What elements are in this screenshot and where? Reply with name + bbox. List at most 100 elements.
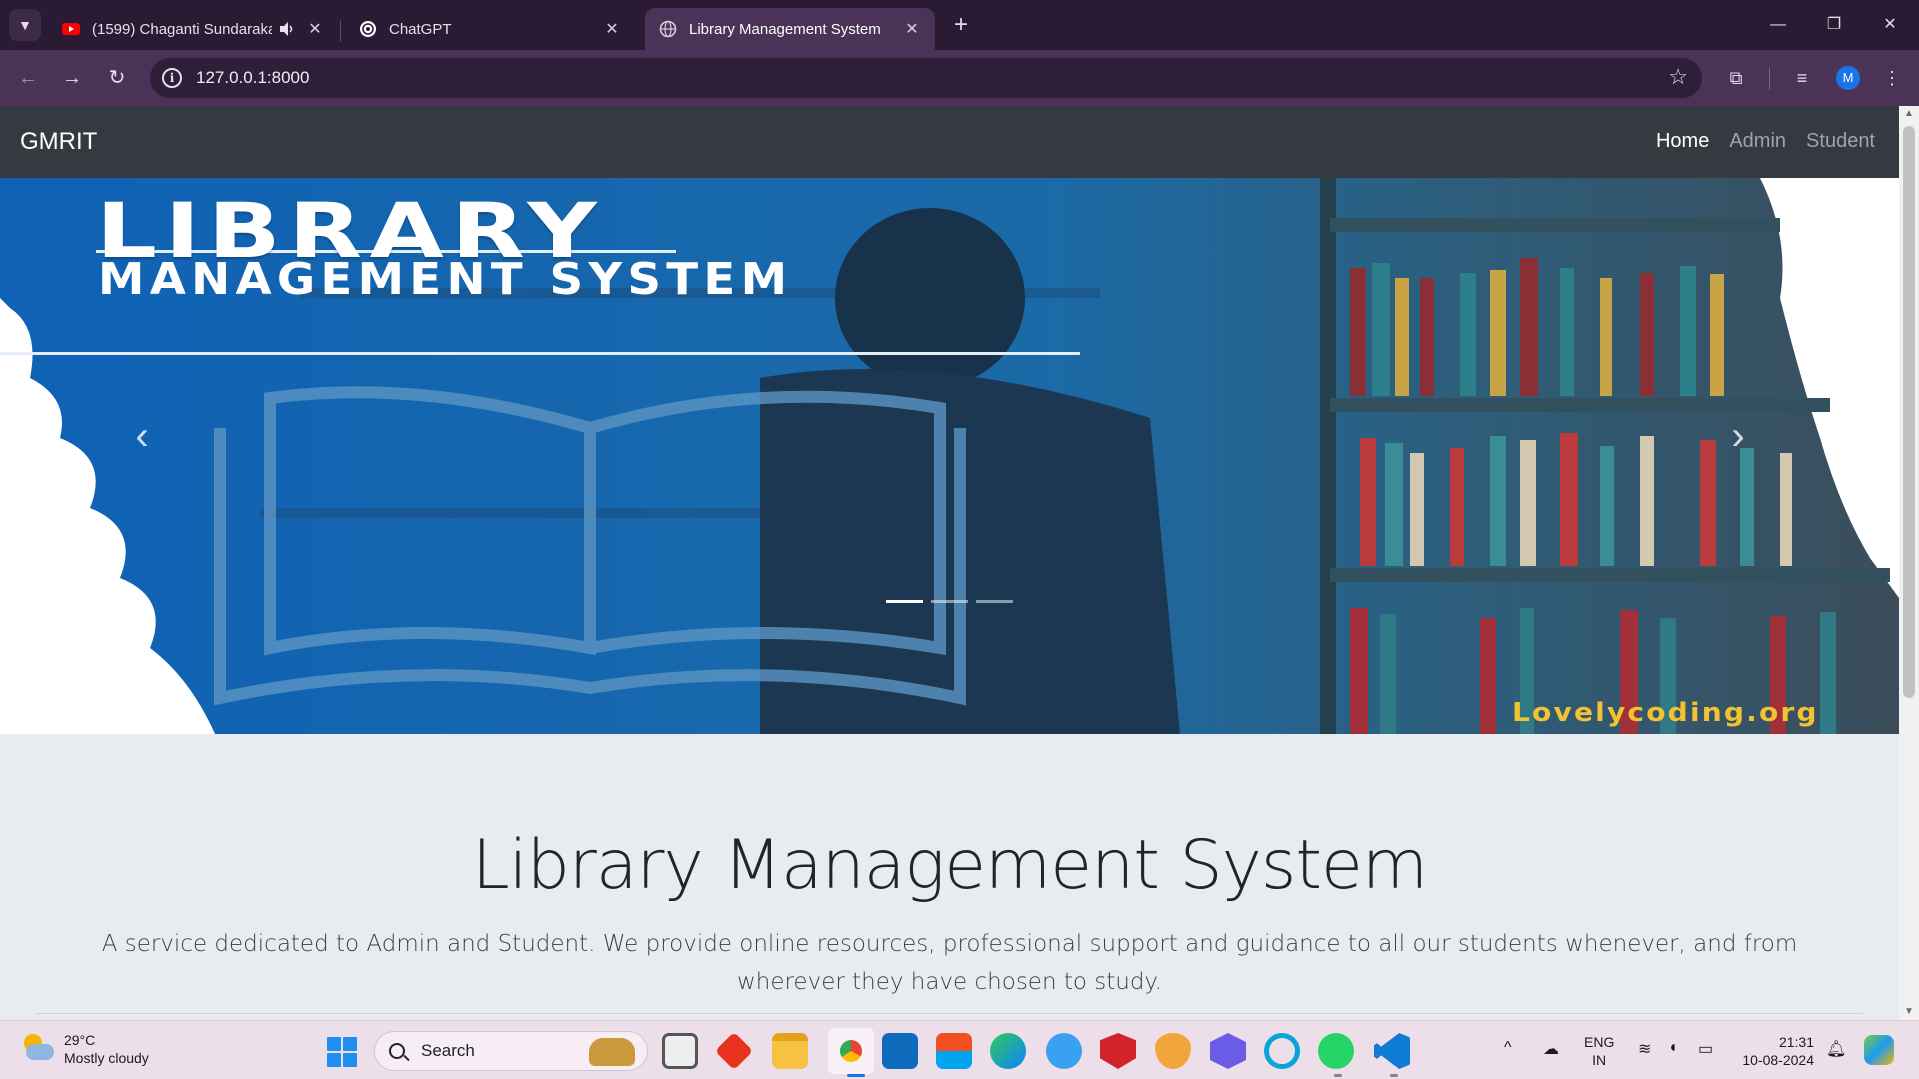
search-highlight-icon	[589, 1038, 635, 1066]
nav-link-home[interactable]: Home	[1655, 130, 1710, 152]
banner-watermark: Lovelycoding.org	[1512, 698, 1819, 728]
browser-toolbar: ← → ↻ i 127.0.0.1:8000 ☆ ⧉ ≡ M ⋮	[0, 50, 1919, 106]
help-app-icon[interactable]	[1046, 1033, 1082, 1069]
taskbar-clock[interactable]: 21:31 10-08-2024	[1734, 1033, 1814, 1069]
language-indicator[interactable]: ENG IN	[1584, 1033, 1614, 1069]
reload-icon[interactable]: ↻	[108, 67, 126, 89]
whatsapp-running-indicator	[1334, 1074, 1342, 1077]
forward-arrow-icon[interactable]: →	[62, 67, 82, 89]
language-region: IN	[1592, 1052, 1607, 1068]
bookshelf-graphic	[1320, 178, 1890, 734]
tab-separator	[340, 20, 341, 42]
weather-widget[interactable]: 29°C Mostly cloudy	[20, 1031, 149, 1067]
whatsapp-icon[interactable]	[1318, 1033, 1354, 1069]
chevron-left-icon: ‹	[135, 414, 149, 458]
battery-icon[interactable]: ▭	[1698, 1041, 1714, 1058]
task-view-icon[interactable]	[662, 1033, 698, 1069]
edge-icon[interactable]	[990, 1033, 1026, 1069]
carousel-indicator-1[interactable]	[886, 600, 923, 603]
page-scrollbar[interactable]: ▲ ▼	[1899, 106, 1919, 1020]
address-bar[interactable]: i 127.0.0.1:8000 ☆	[150, 58, 1702, 98]
browser-tab-youtube[interactable]: (1599) Chaganti Sundarakar ✕	[48, 8, 338, 50]
scroll-down-arrow-icon[interactable]: ▼	[1904, 1006, 1914, 1017]
taskbar-search-label: Search	[421, 1041, 475, 1060]
background-shelf-graphic	[260, 288, 1120, 518]
nav-link-student[interactable]: Student	[1806, 130, 1875, 152]
tab-title: Library Management System	[689, 20, 881, 38]
media-controls-icon[interactable]: ≡	[1796, 68, 1808, 88]
taskbar-search[interactable]: Search	[374, 1031, 648, 1071]
close-tab-icon[interactable]: ✕	[905, 21, 919, 38]
tab-search-button[interactable]: ▼	[9, 9, 41, 41]
speaker-icon[interactable]	[278, 20, 296, 38]
outlook-icon[interactable]	[882, 1033, 918, 1069]
restore-icon[interactable]: ❐	[1826, 16, 1842, 33]
extensions-puzzle-icon[interactable]: ⧉	[1729, 68, 1743, 88]
scrollbar-thumb[interactable]	[1903, 126, 1915, 698]
browser-tab-library[interactable]: Library Management System ✕	[645, 8, 935, 50]
scroll-up-arrow-icon[interactable]: ▲	[1904, 108, 1914, 119]
windows-start-icon[interactable]	[327, 1037, 357, 1067]
jumbotron-divider	[36, 1013, 1863, 1014]
close-tab-icon[interactable]: ✕	[605, 21, 619, 38]
windows-taskbar: 29°C Mostly cloudy Search ^ ☁ ENG IN ≋ ◖…	[0, 1020, 1919, 1079]
vscode-icon[interactable]	[1374, 1033, 1410, 1069]
nav-link-admin[interactable]: Admin	[1729, 130, 1787, 152]
clock-date: 10-08-2024	[1742, 1052, 1814, 1068]
chevron-right-icon: ›	[1731, 414, 1745, 458]
copilot-icon[interactable]	[1864, 1035, 1894, 1065]
medal-app-icon[interactable]	[1155, 1033, 1191, 1069]
tab-title: ChatGPT	[389, 20, 452, 38]
page-description: A service dedicated to Admin and Student…	[101, 931, 1798, 995]
page-viewport: GMRIT Home Admin Student	[0, 106, 1899, 1020]
jumbotron: Library Management System A service dedi…	[0, 734, 1899, 1020]
site-navbar: GMRIT Home Admin Student	[0, 106, 1899, 178]
app-red-diamond-icon[interactable]	[714, 1031, 754, 1071]
page-heading: Library Management System	[471, 826, 1428, 905]
site-info-icon[interactable]: i	[162, 68, 182, 88]
browser-tab-chatgpt[interactable]: ChatGPT ✕	[345, 8, 635, 50]
url-text[interactable]: 127.0.0.1:8000	[196, 68, 310, 87]
carousel-prev-button[interactable]: ‹	[122, 406, 162, 466]
language-code: ENG	[1584, 1034, 1615, 1050]
partly-cloudy-icon	[20, 1032, 54, 1066]
chrome-icon[interactable]	[833, 1033, 869, 1069]
chevron-up-icon[interactable]: ^	[1504, 1039, 1512, 1056]
banner-underline	[0, 352, 1080, 355]
banner-title: LIBRARY	[96, 186, 605, 275]
volume-icon[interactable]: ◖	[1668, 1039, 1678, 1056]
bookmark-star-icon[interactable]: ☆	[1668, 64, 1688, 89]
search-icon	[389, 1043, 405, 1059]
hexagon-app-icon[interactable]	[1210, 1033, 1246, 1069]
carousel-indicator-2[interactable]	[931, 600, 968, 603]
globe-icon	[659, 20, 677, 38]
toolbar-separator	[1769, 68, 1770, 90]
microsoft-store-icon[interactable]	[936, 1033, 972, 1069]
wifi-icon[interactable]: ≋	[1638, 1041, 1652, 1058]
chrome-running-indicator	[847, 1074, 865, 1077]
carousel-slide-image	[0, 178, 1899, 734]
hero-carousel: LIBRARY MANAGEMENT SYSTEM Lovelycoding.o…	[0, 178, 1899, 734]
youtube-icon	[62, 23, 80, 35]
back-arrow-icon[interactable]: ←	[18, 67, 38, 89]
notification-bell-icon[interactable]: 🔔︎	[1826, 1041, 1847, 1058]
minimize-icon[interactable]: —	[1770, 16, 1786, 33]
onedrive-cloud-icon[interactable]: ☁	[1543, 1041, 1559, 1058]
cortana-ring-icon[interactable]	[1264, 1033, 1300, 1069]
vscode-running-indicator	[1390, 1074, 1398, 1077]
carousel-next-button[interactable]: ›	[1718, 406, 1758, 466]
mcafee-icon[interactable]	[1100, 1033, 1136, 1069]
weather-temperature: 29°C	[64, 1032, 96, 1048]
file-explorer-icon[interactable]	[772, 1033, 808, 1069]
chevron-down-icon: ▼	[18, 17, 32, 33]
close-tab-icon[interactable]: ✕	[308, 21, 322, 38]
site-brand[interactable]: GMRIT	[20, 128, 98, 155]
browser-tab-strip: ▼ (1599) Chaganti Sundarakar ✕ ChatGPT ✕…	[0, 0, 1919, 50]
new-tab-button[interactable]: +	[953, 11, 968, 38]
carousel-indicator-3[interactable]	[976, 600, 1013, 603]
close-window-icon[interactable]: ✕	[1883, 16, 1897, 33]
tab-title: (1599) Chaganti Sundarakar	[92, 20, 272, 38]
open-book-icon	[214, 386, 966, 706]
menu-kebab-icon[interactable]: ⋮	[1883, 68, 1901, 88]
profile-avatar[interactable]: M	[1836, 66, 1860, 90]
